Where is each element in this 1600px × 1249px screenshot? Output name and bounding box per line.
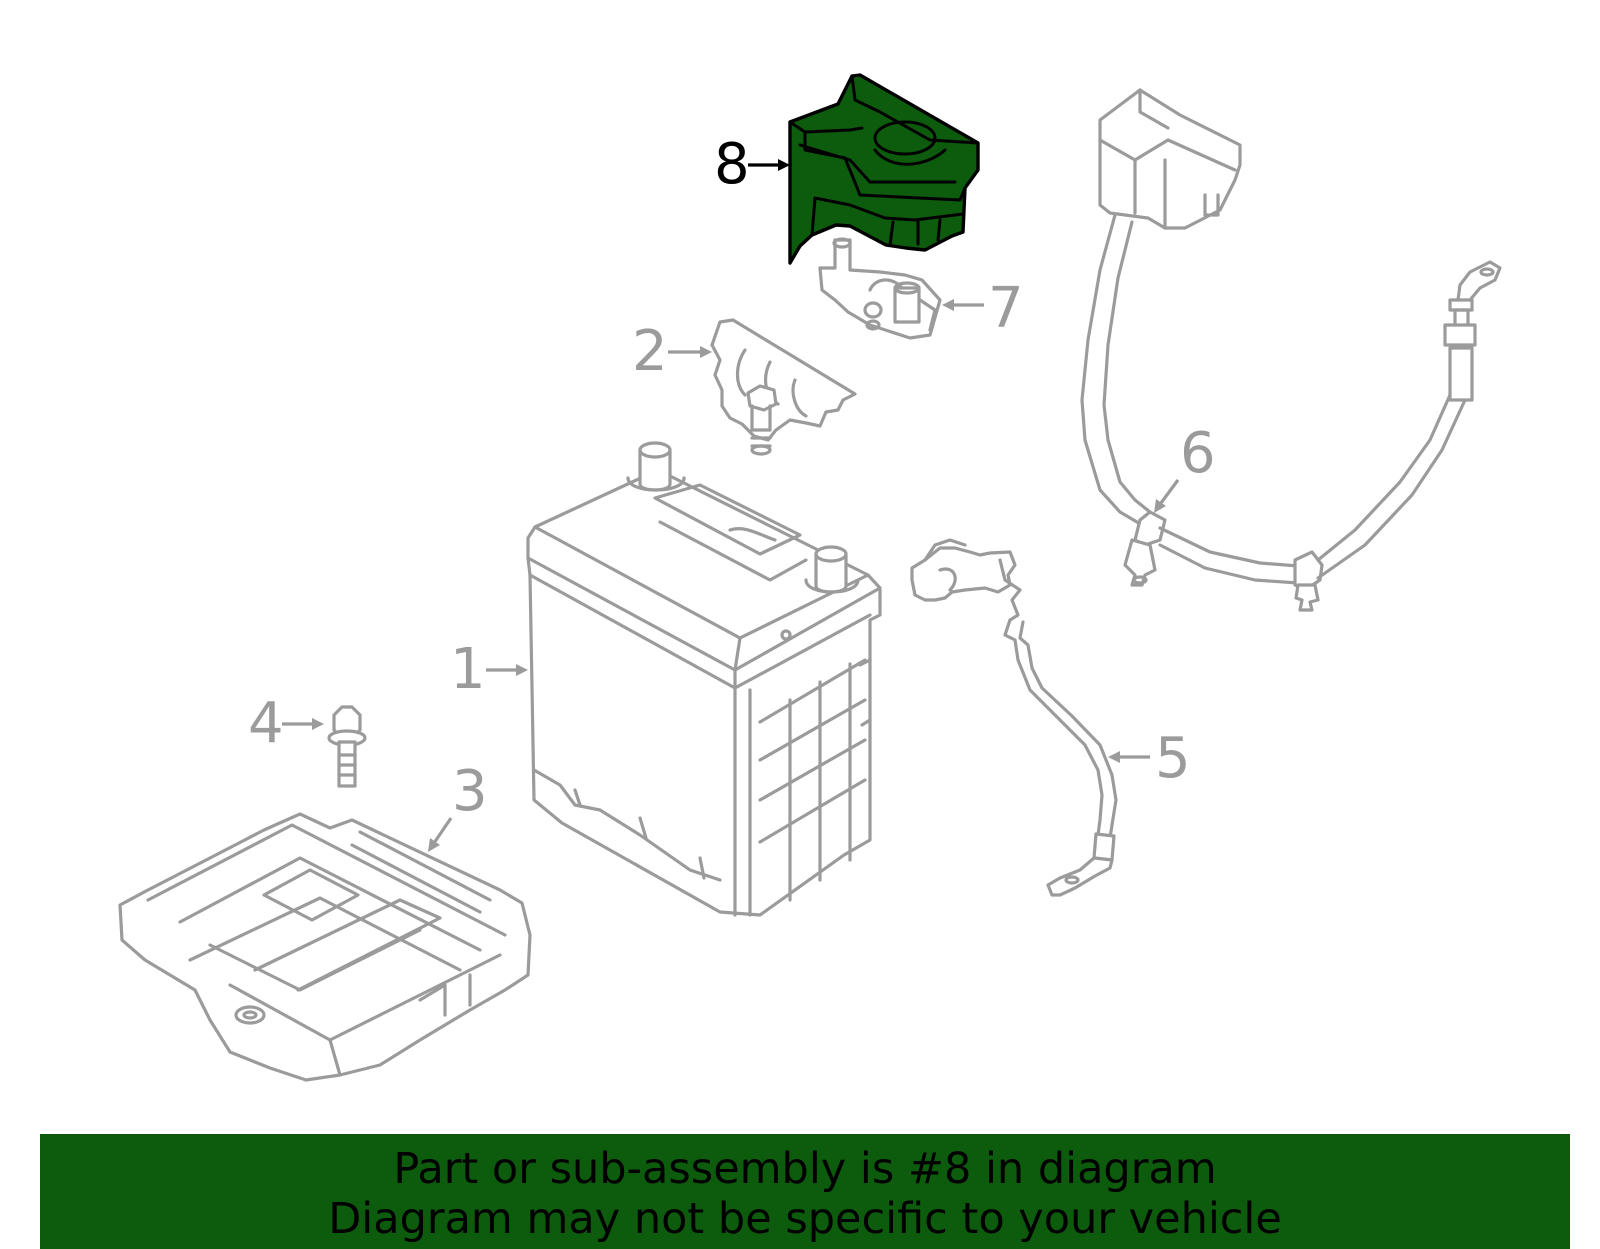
part-2-hold-down-bracket[interactable]: [710, 318, 857, 456]
callout-7: 7: [942, 276, 1024, 341]
part-7-terminal-clamp[interactable]: [818, 237, 942, 340]
callout-5: 5: [1108, 726, 1191, 791]
callout-6: 6: [1154, 421, 1216, 513]
part-3-battery-tray[interactable]: [118, 812, 532, 1082]
callout-8: 8: [714, 132, 790, 197]
callout-2: 2: [632, 319, 712, 384]
callout-3: 3: [428, 759, 488, 852]
svg-text:5: 5: [1155, 726, 1191, 791]
svg-text:3: 3: [452, 759, 488, 824]
part-5-negative-cable[interactable]: [910, 538, 1118, 897]
svg-text:6: 6: [1180, 421, 1216, 486]
svg-text:2: 2: [632, 319, 668, 384]
callout-4: 4: [248, 691, 324, 756]
svg-text:8: 8: [714, 132, 750, 197]
callout-1: 1: [450, 637, 528, 702]
part-4-bolt[interactable]: [327, 705, 367, 788]
part-8-terminal-cover[interactable]: [788, 73, 980, 265]
part-6-positive-cable[interactable]: [1080, 88, 1502, 612]
svg-text:7: 7: [988, 276, 1024, 341]
svg-text:1: 1: [450, 637, 486, 702]
part-1-battery[interactable]: [526, 441, 882, 917]
info-banner: Part or sub-assembly is #8 in diagram Di…: [40, 1134, 1570, 1249]
svg-text:4: 4: [248, 691, 284, 756]
banner-line-1: Part or sub-assembly is #8 in diagram: [393, 1144, 1217, 1194]
banner-line-2: Diagram may not be specific to your vehi…: [328, 1194, 1282, 1244]
